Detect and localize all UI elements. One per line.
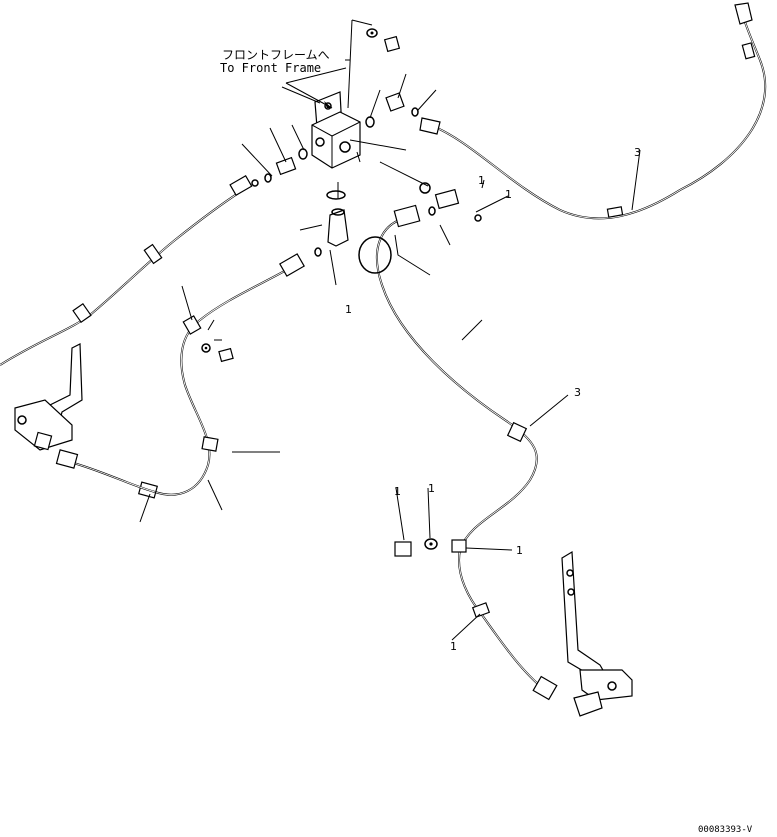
hose-right-center	[358, 204, 558, 701]
callout-1-clamp: 1	[516, 544, 523, 557]
lower-washer-bolt	[394, 538, 438, 557]
hose-left-long	[0, 174, 253, 366]
hose-lower-left	[55, 449, 156, 493]
hose-right-long	[419, 2, 767, 220]
annotation-arrows	[285, 67, 347, 109]
mid-washer-bolt	[201, 343, 234, 363]
callout-3-clamp: 3	[574, 386, 581, 399]
callout-1-fitting: 1	[478, 174, 485, 187]
elbow-fitting	[314, 208, 349, 257]
fitting-chain-right	[365, 92, 482, 222]
top-washer-bolt	[366, 28, 401, 53]
bracket-left	[14, 343, 83, 451]
callout-1-bolt: 1	[394, 485, 401, 498]
callout-3-hose: 3	[634, 146, 641, 159]
junction-block	[311, 91, 361, 200]
callout-1-washer: 1	[428, 482, 435, 495]
annotation-jp: フロントフレームへ	[222, 48, 330, 62]
callout-1-elbow: 1	[345, 303, 352, 316]
annotation-en: To Front Frame	[220, 61, 321, 75]
callout-1-tube: 1	[450, 640, 457, 653]
hose-center-loop	[137, 253, 305, 499]
document-id: 00083393-V	[698, 825, 753, 835]
callout-1-plug: 1	[505, 188, 512, 201]
bracket-right	[561, 550, 633, 717]
leader-lines	[139, 19, 641, 641]
fitting-chain-left	[251, 148, 308, 187]
